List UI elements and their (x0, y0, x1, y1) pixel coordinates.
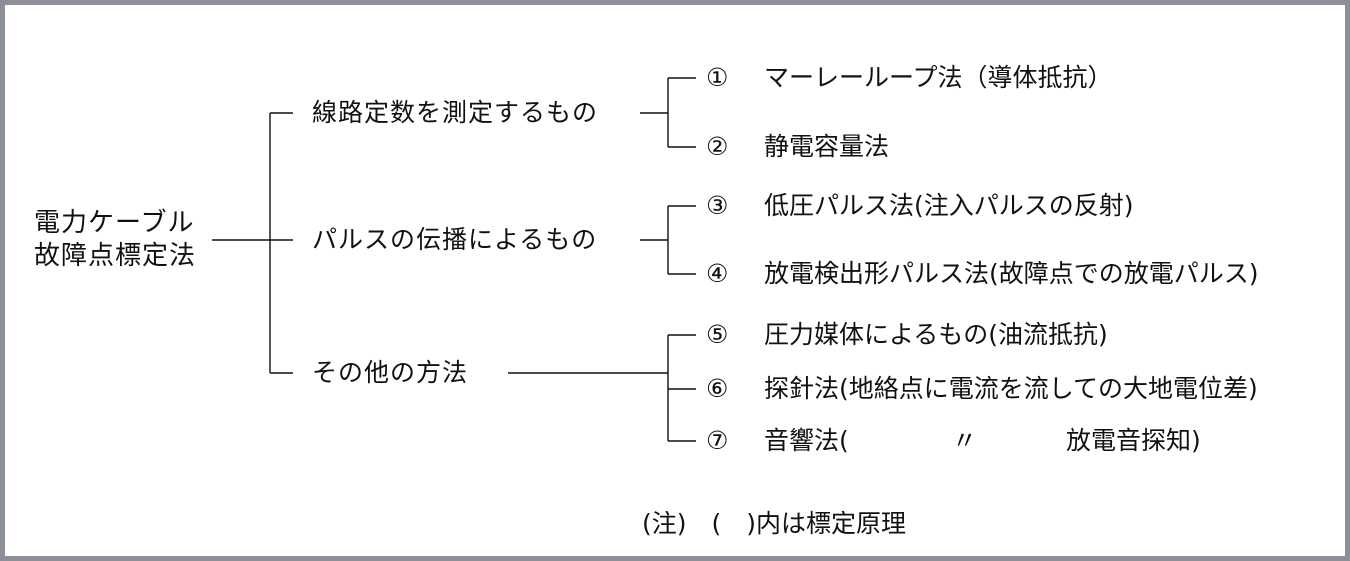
method-label: 低圧パルス法(注入パルスの反射) (764, 191, 1134, 220)
root-label-line-1: 電力ケーブル (34, 208, 195, 238)
footnote: (注) ( )内は標定原理 (642, 509, 907, 538)
method-label: 音響法( (764, 426, 849, 455)
method-label: 静電容量法 (764, 132, 890, 161)
method-number: ⑦ (706, 426, 729, 455)
method-number: ⑥ (706, 374, 729, 403)
category-label: 線路定数を測定するもの (312, 98, 599, 127)
method-number: ④ (706, 259, 729, 288)
method-number: ② (706, 132, 729, 161)
category-label: パルスの伝播によるもの (312, 225, 598, 254)
method-label: マーレーループ法（導体抵抗） (764, 63, 1113, 92)
method-label: 探針法(地絡点に電流を流しての大地電位差) (764, 374, 1258, 403)
method-ditto-mark: 〃 (952, 426, 978, 455)
method-number: ⑤ (706, 320, 729, 349)
root-label-line-2: 故障点標定法 (34, 241, 197, 271)
method-label: 圧力媒体によるもの(油流抵抗) (764, 320, 1108, 349)
category-label: その他の方法 (312, 358, 469, 387)
method-label: 放電検出形パルス法(故障点での放電パルス) (764, 259, 1259, 288)
method-number: ① (706, 63, 729, 92)
method-label-continuation: 放電音探知) (1066, 426, 1201, 455)
method-number: ③ (706, 191, 729, 220)
root-label: 電力ケーブル 故障点標定法 (34, 207, 196, 273)
